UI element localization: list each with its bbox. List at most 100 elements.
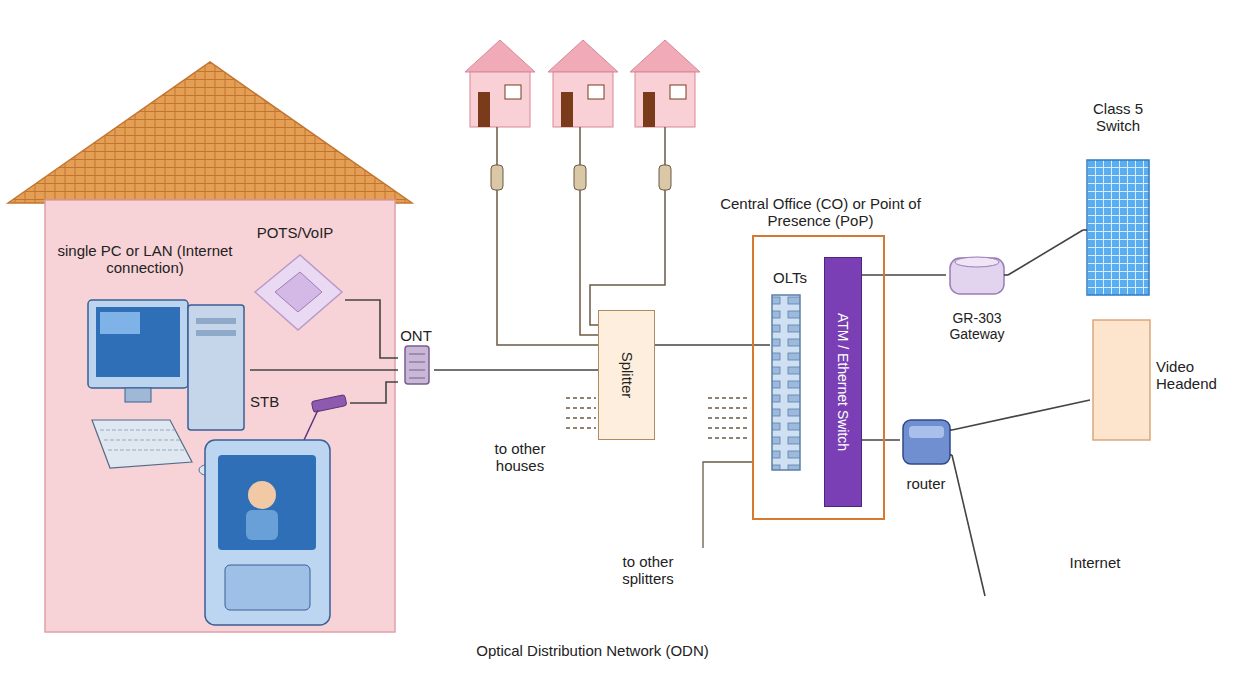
drop-wires [497,190,598,345]
router-device [950,430,952,455]
node-label: Video Headend [1156,358,1236,393]
tv-illustration [218,455,316,550]
stub-lines [566,398,596,428]
pc-illustration [188,305,244,430]
small-houses [670,85,686,99]
node-label: Optical Distribution Network (ODN) [420,642,765,659]
phone-illustration [255,255,342,330]
router-device [903,420,950,464]
node-label: Central Office (CO) or Point of Presence… [714,195,927,230]
tv-illustration [225,565,310,610]
odn-region: SplitterOptical Distribution Network (OD… [420,160,765,640]
class5-switch: Class 5 Switch [1083,98,1153,297]
stub-lines [708,398,748,438]
small-houses [643,92,655,127]
small-houses [553,72,613,127]
central-office-ground [753,236,884,519]
stub-lines [566,398,770,548]
small-houses [630,40,700,72]
ethernet-switch: ATM / Ethernet Switch [824,257,862,507]
phone-illustration [275,272,322,312]
small-houses [470,72,530,127]
olt-stack [772,295,800,470]
stb-device [311,395,347,413]
drop-terminals [491,165,503,190]
small-houses [465,40,535,72]
pc-illustration [196,330,236,336]
note-label: to other houses [470,440,570,475]
fiber-link [862,439,900,441]
fiber-link [862,274,946,276]
drop-wires [497,127,665,165]
node-label: GR-303 Gateway [946,310,1008,342]
tv-illustration [205,440,330,625]
video-headend-body [1093,320,1150,440]
tv-illustration [248,481,276,509]
fiber-link [434,369,598,371]
gateway-device [950,257,1008,294]
gateway: GR-303 Gateway [946,252,1008,344]
pc-illustration [88,300,188,388]
gateway-device [950,258,1004,294]
pc-illustration [96,307,180,377]
small-houses [465,40,700,127]
olt: OLTs [770,267,810,477]
pc-illustration [92,420,192,468]
pots-voip: POTS/VoIP [245,222,345,332]
router-device [909,426,944,438]
ont-device [405,346,429,384]
fiber-link [952,400,1090,430]
drop-terminals [491,165,671,190]
small-houses [561,92,573,127]
video-headend-body [1093,320,1150,440]
fiber-link [250,369,398,371]
central-office: OLTsATM / Ethernet SwitchCentral Office … [752,235,885,520]
tv-illustration [246,510,278,540]
customer-house [45,200,395,632]
fiber-link [345,300,398,358]
stb-device [304,395,347,440]
node-label: router [900,475,952,492]
ont-device [409,354,425,378]
note-label: to other splitters [598,553,698,588]
drop-wires [580,190,598,335]
gateway-device [1004,274,1008,276]
small-houses [588,85,604,99]
class5-switch-body [1083,229,1087,231]
router-device [903,420,952,464]
node-label: Splitter [618,352,635,399]
odn-ellipse [420,160,765,640]
pc-illustration [196,318,236,324]
node-label: ONT [398,327,434,344]
node-label: STB [250,393,292,410]
node-label: single PC or LAN (Internet connection) [40,242,250,277]
stb: STB [250,388,350,418]
fiber-link [1008,230,1083,275]
customer-house [8,62,412,632]
node-label: OLTs [770,269,810,286]
phone-illustration [255,255,342,330]
node-label: POTS/VoIP [245,224,345,241]
node-label: Internet [985,554,1205,571]
router: router [900,416,952,494]
odn-ellipse [422,162,764,637]
splitter-box: Splitter [598,310,655,440]
drop-terminals [659,165,671,190]
class5-switch-body [1087,160,1149,295]
small-houses [635,72,695,127]
small-houses [505,85,521,99]
drop-wires [590,190,665,325]
small-houses [478,92,490,127]
olt-stack [772,295,800,470]
class5-switch-body [1083,160,1149,295]
fiber-link [350,382,398,403]
pc-illustration [100,312,140,334]
stb-device [304,410,318,440]
video-headend: Video Headend [1090,318,1238,442]
fiber-link [952,455,985,596]
pc-illustration [100,430,185,450]
central-office-ground [753,236,884,519]
gateway-device [955,257,999,267]
customer-house [8,62,412,203]
pc-lan: single PC or LAN (Internet connection) [40,240,250,440]
